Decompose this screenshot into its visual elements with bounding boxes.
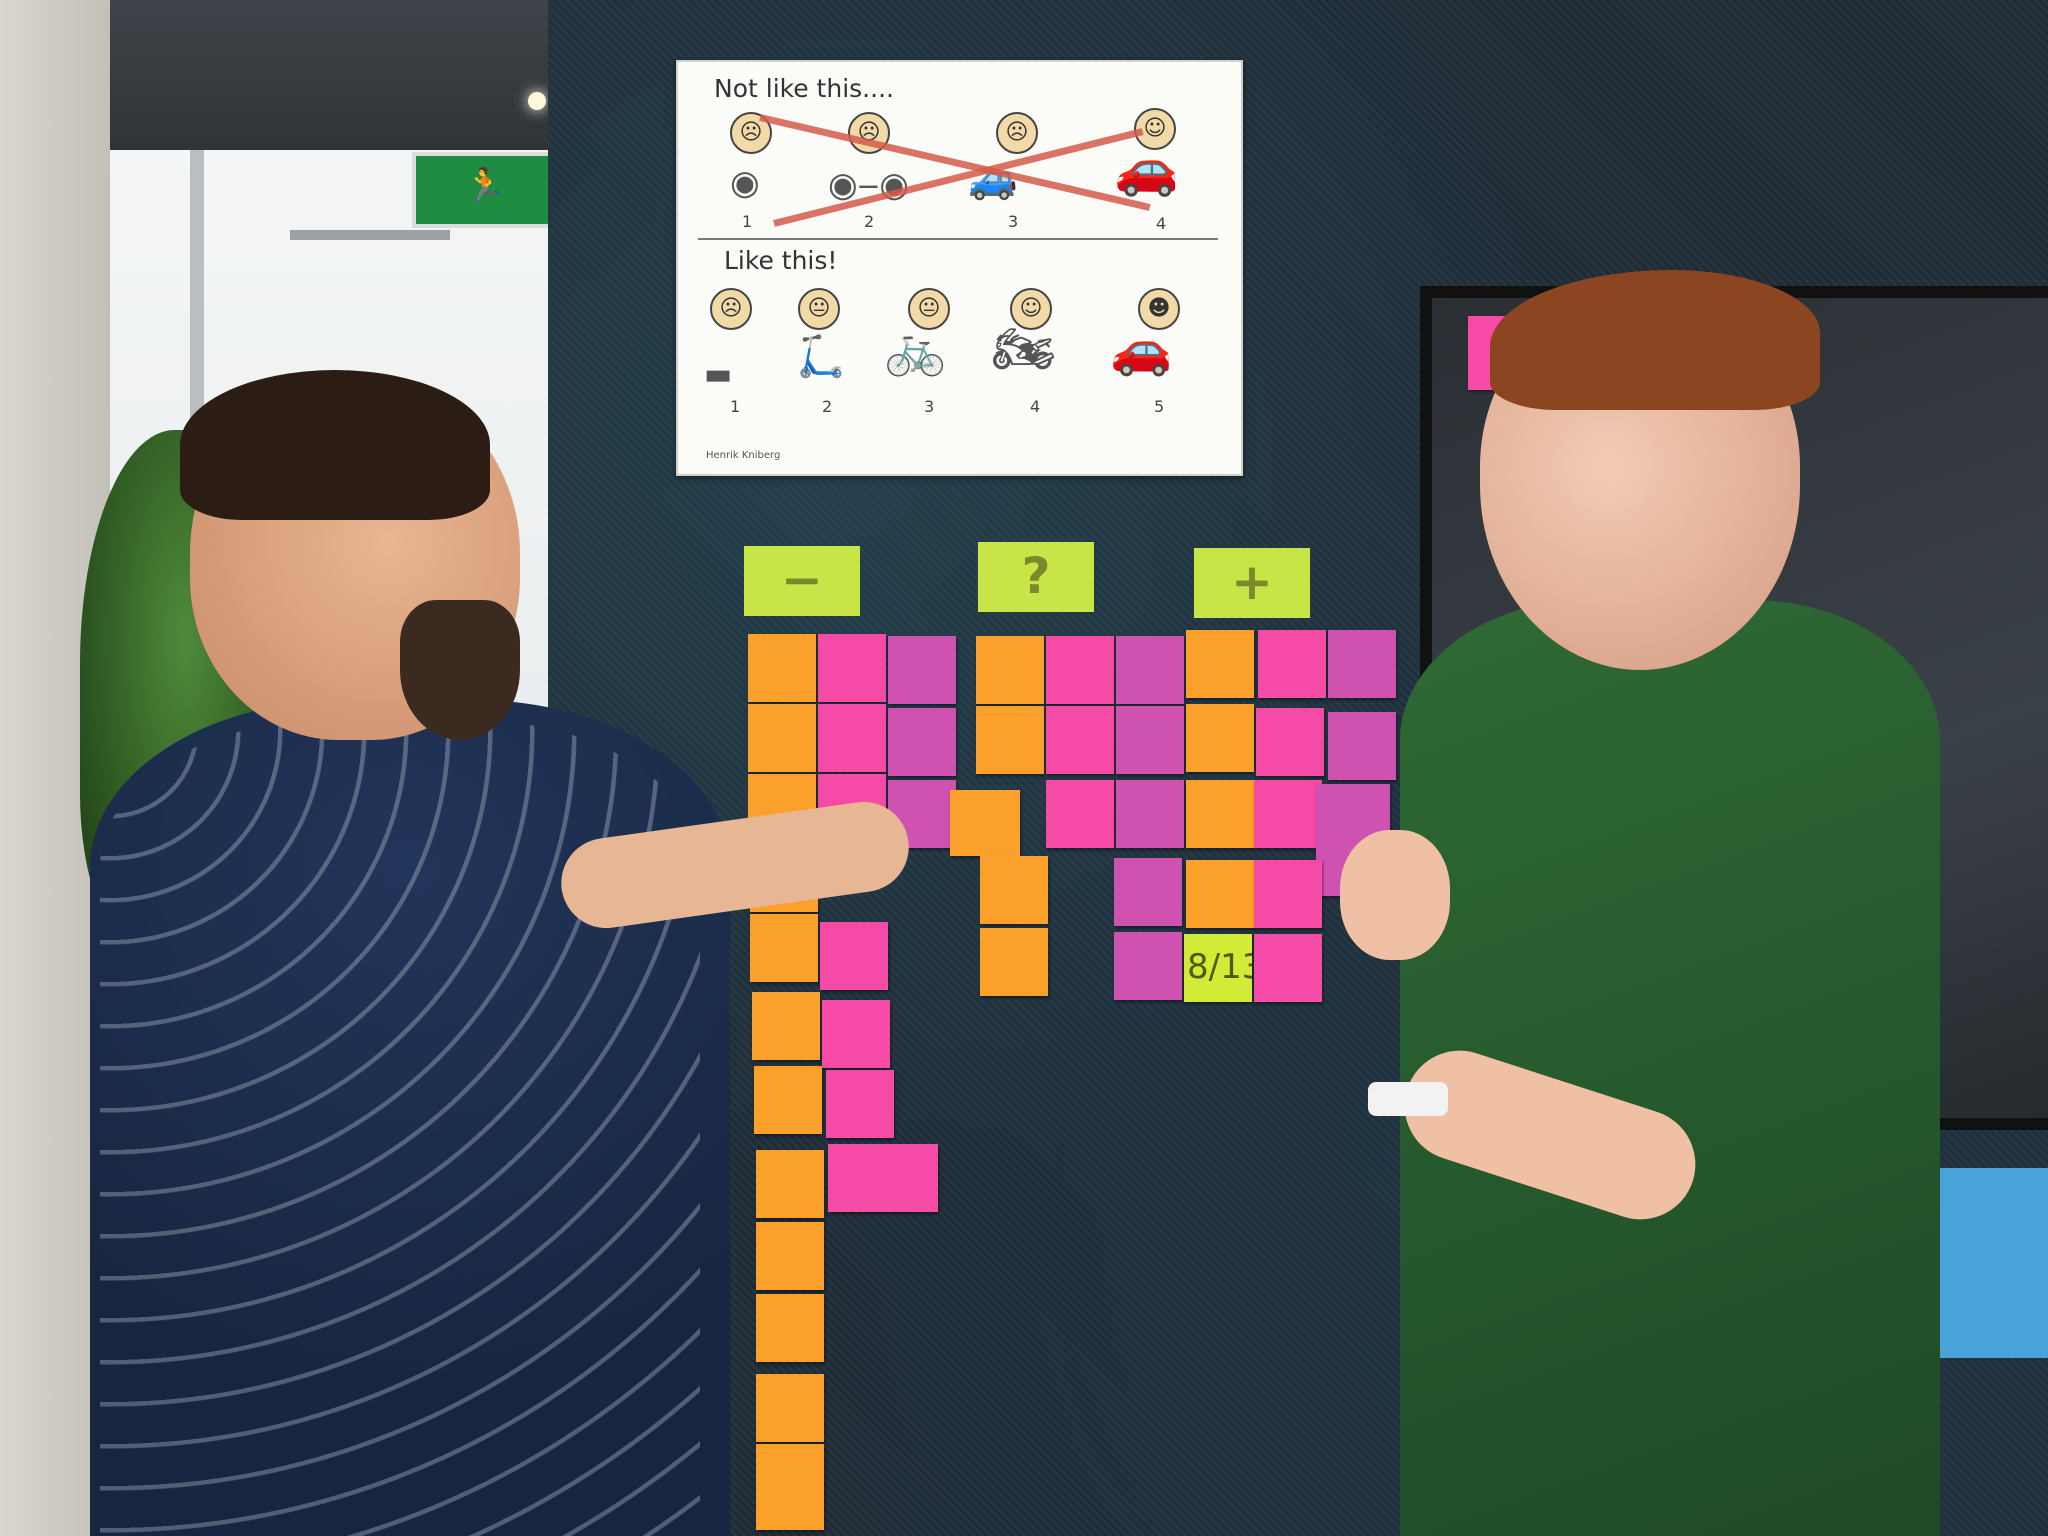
wheel-icon: ◉	[730, 163, 760, 203]
sticky-note	[752, 992, 820, 1060]
sticky-note	[748, 634, 816, 702]
sticky-note	[1258, 630, 1326, 698]
happy-face-icon: ☻	[1138, 288, 1180, 330]
sticky-note	[756, 1444, 824, 1530]
step-number: 2	[864, 212, 875, 231]
window-frame	[290, 230, 450, 240]
person-left-beard	[400, 600, 520, 740]
ceiling-light	[528, 92, 546, 110]
person-right-hair	[1490, 270, 1820, 410]
sticky-note	[754, 1066, 822, 1134]
neutral-face-icon: 😐	[908, 288, 950, 330]
smile-face-icon: ☺	[1010, 288, 1052, 330]
score-sticky-note: 8/13	[1184, 934, 1252, 1002]
sad-face-icon: ☹	[710, 288, 752, 330]
sticky-note	[1186, 704, 1254, 772]
step-number: 5	[1154, 397, 1165, 416]
sticky-note	[888, 636, 956, 704]
sticky-note	[1116, 636, 1184, 704]
step-number: 4	[1156, 214, 1167, 233]
sticky-note	[1186, 860, 1254, 928]
person-right-hand	[1340, 830, 1450, 960]
poster-heading-not-like-this: Not like this....	[714, 74, 894, 103]
sticky-note	[1328, 630, 1396, 698]
header-card-minus: −	[744, 546, 860, 616]
sticky-note	[1046, 780, 1114, 848]
sticky-note	[756, 1150, 824, 1218]
sticky-note	[1046, 636, 1114, 704]
sticky-note	[976, 706, 1044, 774]
step-number: 3	[924, 397, 935, 416]
held-sticky-note	[950, 790, 1020, 856]
sticky-note	[756, 1374, 824, 1442]
sticky-note	[1116, 706, 1184, 774]
scooter-icon: 🛴	[796, 334, 846, 380]
step-number: 1	[730, 397, 741, 416]
sad-face-icon: ☹	[996, 112, 1038, 154]
sticky-note	[1114, 858, 1182, 926]
step-number: 1	[742, 212, 753, 231]
motorcycle-icon: 🏍	[992, 320, 1056, 378]
sticky-note	[818, 704, 886, 772]
exit-sign-icon: 🏃	[412, 152, 558, 228]
sticky-note	[1254, 860, 1322, 928]
sticky-note	[888, 708, 956, 776]
sticky-note	[1114, 932, 1182, 1000]
sticky-note	[980, 856, 1048, 924]
step-number: 4	[1030, 397, 1041, 416]
sticky-note	[1046, 706, 1114, 774]
sticky-note	[822, 1000, 890, 1068]
sticky-note	[1328, 712, 1396, 780]
sad-face-icon: ☹	[730, 112, 772, 154]
sticky-note	[1254, 780, 1322, 848]
poster-heading-like-this: Like this!	[724, 246, 838, 275]
sticky-note	[1256, 708, 1324, 776]
car-icon: 🚗	[1114, 139, 1179, 199]
sticky-note	[756, 1222, 824, 1290]
watch-icon	[1368, 1082, 1448, 1116]
step-number: 2	[822, 397, 833, 416]
mvp-poster: Not like this.... ☹ ☹ ☹ ☺ ◉ ◉‒◉ 🚙 🚗 1 2 …	[676, 60, 1243, 476]
sticky-note	[1186, 630, 1254, 698]
skateboard-icon: ▬	[704, 357, 733, 392]
neutral-face-icon: 😐	[798, 288, 840, 330]
sticky-note	[828, 1144, 938, 1212]
cross-out-line	[759, 114, 1151, 211]
sticky-note	[748, 704, 816, 772]
sticky-note	[980, 928, 1048, 996]
sticky-note	[826, 1070, 894, 1138]
poster-divider	[698, 238, 1218, 240]
bicycle-icon: 🚲	[884, 320, 947, 378]
poster-credit: Henrik Kniberg	[706, 450, 781, 461]
sticky-note	[750, 914, 818, 982]
step-number: 3	[1008, 212, 1019, 231]
header-card-question: ?	[978, 542, 1094, 612]
sticky-note	[1254, 934, 1322, 1002]
sticky-note	[818, 634, 886, 702]
sticky-note	[976, 636, 1044, 704]
sticky-note	[756, 1294, 824, 1362]
sticky-note	[1186, 780, 1254, 848]
header-card-plus: +	[1194, 548, 1310, 618]
person-left-hair	[180, 370, 490, 520]
car-icon: 🚗	[1110, 320, 1173, 378]
sticky-note	[820, 922, 888, 990]
sticky-note	[1116, 780, 1184, 848]
